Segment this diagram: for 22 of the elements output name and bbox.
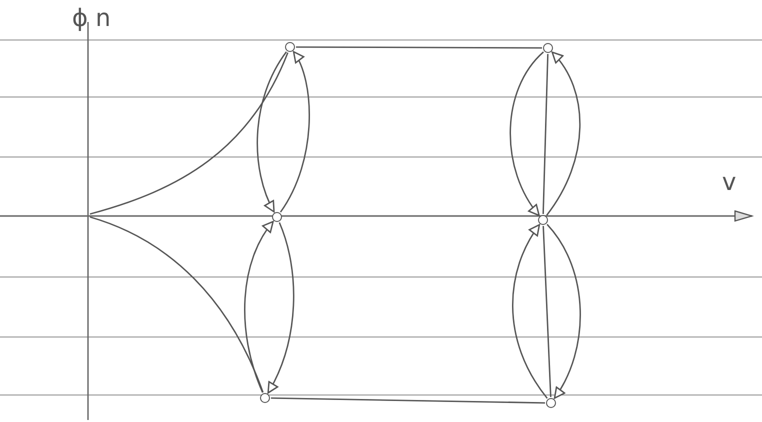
point-marker — [546, 398, 556, 408]
connector-line — [90, 52, 288, 215]
connector-line — [270, 397, 546, 404]
arrow — [510, 51, 544, 216]
connector-line — [296, 46, 542, 49]
connector-line — [542, 226, 552, 398]
arrow — [244, 220, 274, 393]
point-marker — [272, 212, 282, 222]
point-marker — [543, 43, 553, 53]
point-marker — [285, 42, 295, 52]
point-marker — [260, 393, 270, 403]
arrow — [280, 51, 310, 212]
point-marker — [538, 215, 548, 225]
arrow — [267, 222, 294, 394]
arrow — [546, 52, 581, 216]
arrow — [256, 51, 287, 212]
arrow — [546, 224, 581, 399]
axis-label: ϕ n — [72, 6, 111, 30]
connector-line — [90, 216, 264, 393]
axis-label: v — [722, 170, 736, 194]
connector-line — [542, 54, 549, 214]
arrow — [512, 224, 548, 399]
